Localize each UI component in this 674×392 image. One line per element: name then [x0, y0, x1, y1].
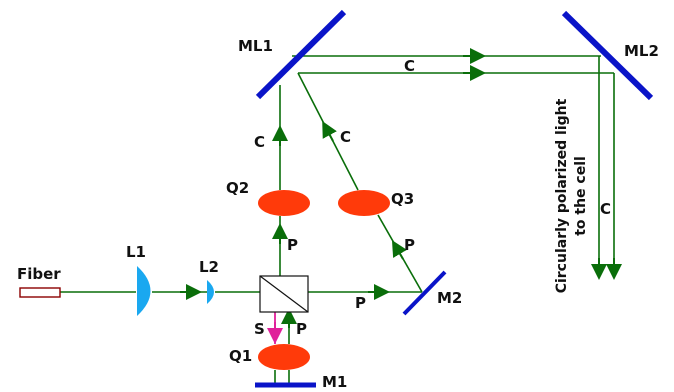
label-beam-p-q2: P — [287, 236, 298, 254]
label-q1: Q1 — [229, 347, 252, 365]
label-fiber: Fiber — [17, 265, 61, 283]
mirror-ml1 — [255, 9, 347, 100]
label-beam-c-q3: C — [340, 128, 351, 146]
label-l2: L2 — [199, 258, 219, 276]
label-beam-c-top: C — [404, 57, 415, 75]
label-m1: M1 — [322, 373, 347, 391]
label-m2: M2 — [437, 289, 462, 307]
fiber-connector — [19, 287, 61, 298]
arrow-m2-q3 — [391, 240, 407, 260]
label-beam-c-q2: C — [254, 133, 265, 151]
label-l1: L1 — [126, 243, 146, 261]
arrow-q3-ml1 — [322, 120, 337, 142]
waveplate-q1 — [258, 344, 310, 370]
label-beam-p-m2: P — [355, 294, 366, 312]
output-caption-line1: Circularly polarized light — [554, 98, 570, 293]
polarizing-beam-splitter — [259, 275, 309, 313]
label-ml2: ML2 — [624, 42, 659, 60]
label-beam-p-q1: P — [296, 320, 307, 338]
label-beam-s: S — [254, 320, 265, 338]
label-q2: Q2 — [226, 179, 249, 197]
labels: Fiber L1 L2 Q1 Q2 Q3 M1 M2 ML1 ML2 S P P… — [17, 37, 659, 391]
label-ml1: ML1 — [238, 37, 273, 55]
beam-paths — [60, 55, 615, 384]
mirror-ml2 — [561, 10, 654, 101]
lens-l2 — [207, 280, 214, 304]
lens-l1 — [137, 266, 151, 316]
waveplate-q2 — [258, 190, 310, 216]
beam-arrows — [180, 48, 622, 344]
output-caption-line2: to the cell — [573, 156, 589, 236]
mirror-m2 — [402, 270, 447, 316]
label-beam-p-q3: P — [404, 236, 415, 254]
waveplate-q3 — [338, 190, 390, 216]
label-q3: Q3 — [391, 190, 414, 208]
label-beam-c-down: C — [600, 200, 611, 218]
